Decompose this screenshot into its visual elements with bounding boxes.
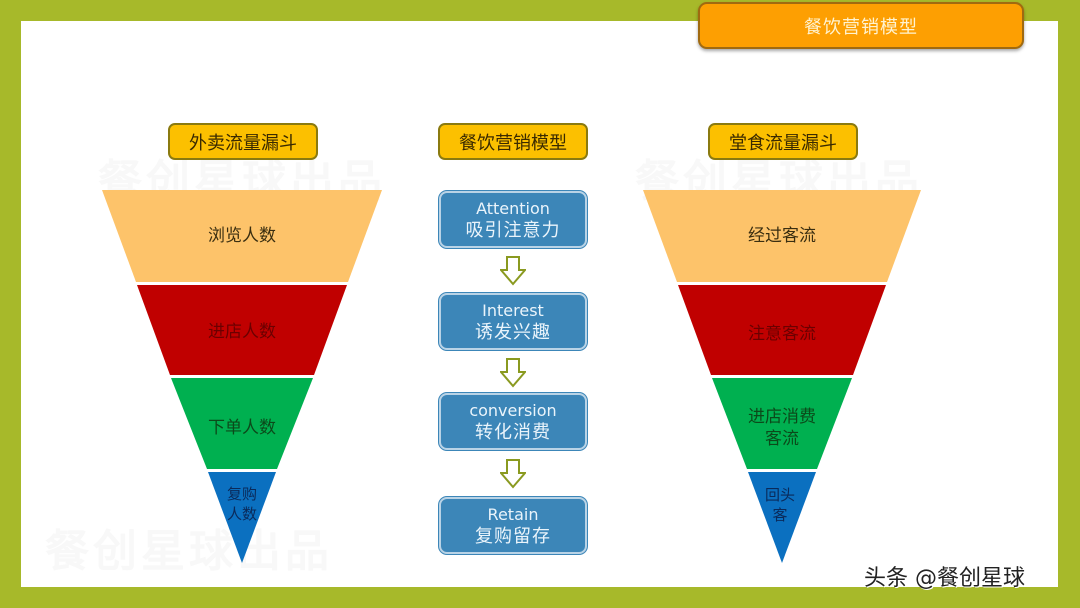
step-interest: Interest 诱发兴趣 (439, 293, 587, 350)
down-arrow-icon (500, 256, 526, 286)
left-funnel-layer-1 (102, 190, 382, 282)
right-funnel-layer-3 (712, 378, 852, 469)
step-retain-en: Retain (487, 504, 539, 524)
right-funnel-layer-4 (748, 472, 816, 563)
right-funnel-label-4-line1: 回头 (764, 486, 796, 504)
step-conversion: conversion 转化消费 (439, 393, 587, 450)
down-arrow-icon (500, 358, 526, 388)
right-funnel-layer-2 (678, 285, 886, 375)
left-funnel-label-2: 进店人数 (208, 322, 276, 342)
right-funnel-label-3-line2: 客流 (765, 429, 799, 449)
step-retain: Retain 复购留存 (439, 497, 587, 554)
left-funnel-layer-2 (137, 285, 347, 375)
left-funnel-layer-4 (208, 472, 276, 563)
step-conversion-en: conversion (469, 400, 557, 420)
step-attention: Attention 吸引注意力 (439, 191, 587, 248)
header-title-tab: 餐饮营销模型 (698, 2, 1024, 49)
right-funnel-label-3-line1: 进店消费 (748, 407, 816, 427)
left-funnel-title-text: 外卖流量漏斗 (189, 132, 297, 154)
step-conversion-cn: 转化消费 (475, 421, 551, 443)
watermark: 餐创星球出品 (45, 526, 333, 577)
left-funnel-label-3: 下单人数 (208, 418, 276, 438)
right-funnel-label-1: 经过客流 (748, 226, 816, 246)
right-funnel-title-text: 堂食流量漏斗 (729, 132, 837, 154)
left-funnel-layer-3 (171, 378, 313, 469)
step-interest-cn: 诱发兴趣 (475, 321, 551, 343)
down-arrow-icon (500, 459, 526, 489)
right-funnel-label-2: 注意客流 (748, 324, 816, 344)
right-funnel-label-3: 进店消费 客流 (748, 406, 816, 450)
right-funnel-label-4: 回头 客 (765, 485, 795, 525)
middle-title-text: 餐饮营销模型 (459, 132, 567, 154)
left-funnel-label-1: 浏览人数 (208, 226, 276, 246)
step-attention-en: Attention (476, 198, 550, 218)
left-funnel-label-4: 复购 人数 (227, 484, 257, 524)
right-funnel-title: 堂食流量漏斗 (708, 123, 858, 160)
left-funnel-title: 外卖流量漏斗 (168, 123, 318, 160)
right-funnel-layer-1 (643, 190, 921, 282)
left-funnel-label-4-line1: 复购 (226, 485, 258, 503)
middle-title: 餐饮营销模型 (438, 123, 588, 160)
header-title: 餐饮营销模型 (804, 16, 918, 38)
step-interest-en: Interest (482, 300, 544, 320)
left-funnel-label-4-line2: 人数 (226, 505, 258, 523)
footer-credit: 头条 @餐创星球 (864, 566, 1025, 591)
right-funnel-label-4-line2: 客 (772, 506, 788, 524)
step-retain-cn: 复购留存 (475, 525, 551, 547)
step-attention-cn: 吸引注意力 (465, 219, 561, 241)
